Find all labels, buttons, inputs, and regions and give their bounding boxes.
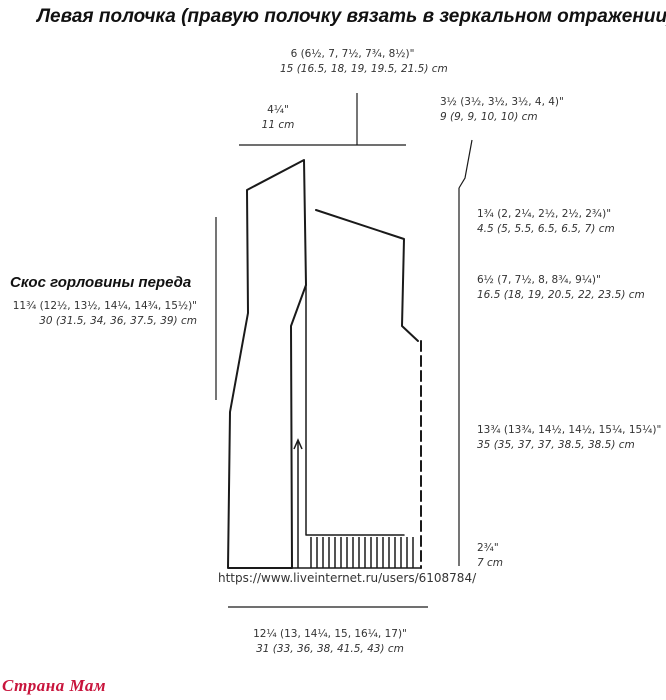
body-length-label: 13¾ (13¾, 14½, 14½, 15¼, 15¼)" 35 (35, 3… [477,423,661,453]
neck-width-label: 4¼" 11 cm [258,103,298,133]
shoulder-slope-bracket [458,139,473,189]
bottom-width-inches: 12¼ (13, 14¼, 15, 16¼, 17)" [253,628,407,640]
neck-width-inches: 4¼" [267,104,289,116]
rib-height-label: 2¾" 7 cm [477,541,503,571]
armhole-depth-inches: 6½ (7, 7½, 8, 8¾, 9¼)" [477,274,601,286]
armhole-depth-label: 6½ (7, 7½, 8, 8¾, 9¼)" 16.5 (18, 19, 20.… [477,273,645,303]
neckline-heading: Скос горловины переда [10,274,192,291]
shoulder-slope-label: 3½ (3½, 3½, 3½, 4, 4)" 9 (9, 9, 10, 10) … [440,95,564,125]
shoulder-slope-inches: 3½ (3½, 3½, 3½, 4, 4)" [440,96,564,108]
neckline-cm: 30 (31.5, 34, 36, 37.5, 39) cm [39,315,197,327]
page-title: Левая полочка (правую полочку вязать в з… [37,6,666,27]
watermark-text: Страна Мам [2,676,107,695]
top-width-cm: 15 (16.5, 18, 19, 19.5, 21.5) cm [280,63,448,75]
neckline-inches: 11¾ (12½, 13½, 14¼, 14¾, 15½)" [12,300,197,312]
armhole-depth-cm: 16.5 (18, 19, 20.5, 22, 23.5) cm [477,289,645,301]
top-width-inches: 6 (6½, 7, 7½, 7¾, 8½)" [290,48,415,60]
ribbing-hatch [297,535,414,568]
shoulder-depth-inches: 1¾ (2, 2¼, 2½, 2½, 2¾)" [477,208,612,220]
shoulder-depth-cm: 4.5 (5, 5.5, 6.5, 6.5, 7) cm [477,223,615,235]
bottom-width-cm: 31 (33, 36, 38, 41.5, 43) cm [256,643,404,655]
front-piece-outline [227,159,307,569]
body-inner-edge [305,284,405,536]
neckline-label: 11¾ (12½, 13½, 14¼, 14¾, 15½)" 30 (31.5,… [10,299,197,329]
knitting-direction-arrow [293,438,303,535]
source-url: https://www.liveinternet.ru/users/610878… [218,571,477,585]
shoulder-depth-label: 1¾ (2, 2¼, 2½, 2½, 2¾)" 4.5 (5, 5.5, 6.5… [477,207,615,237]
armhole-edge [315,209,419,342]
shoulder-slope-cm: 9 (9, 9, 10, 10) cm [440,111,538,123]
neck-width-cm: 11 cm [261,119,295,131]
body-length-inches: 13¾ (13¾, 14½, 14½, 15¼, 15¼)" [477,424,662,436]
body-length-cm: 35 (35, 37, 37, 38.5, 38.5) cm [477,439,635,451]
rib-height-cm: 7 cm [477,557,504,569]
bottom-width-label: 12¼ (13, 14¼, 15, 16¼, 17)" 31 (33, 36, … [240,627,420,657]
rib-height-inches: 2¾" [477,542,499,554]
top-width-label: 6 (6½, 7, 7½, 7¾, 8½)" 15 (16.5, 18, 19,… [280,47,448,77]
